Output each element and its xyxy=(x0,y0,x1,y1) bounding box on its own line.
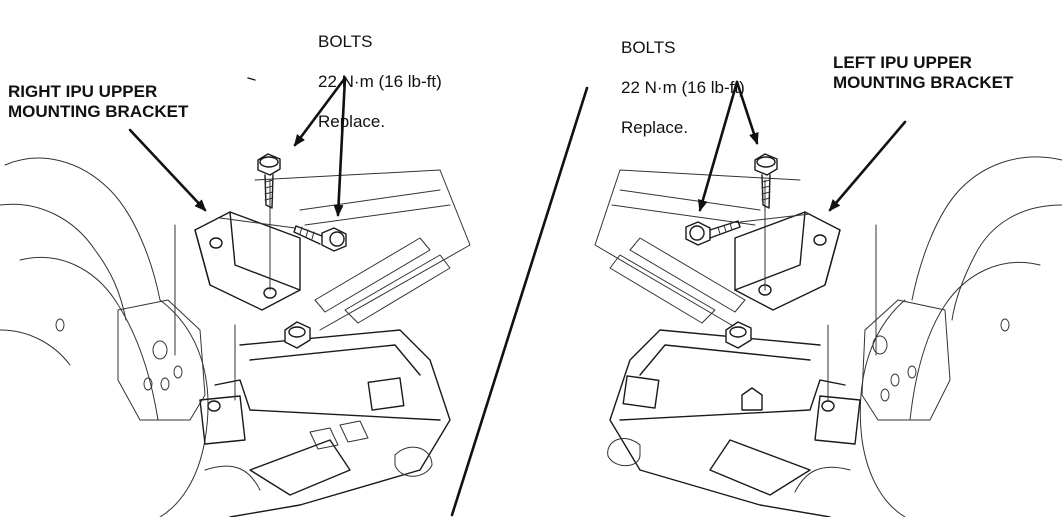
left-fender-edge xyxy=(159,299,209,517)
right-body-contour-3 xyxy=(909,261,1041,421)
left-plate-rib xyxy=(344,254,451,324)
left-bolts-title: BOLTS xyxy=(318,32,373,51)
right-vertical-bolt-top xyxy=(756,156,776,168)
left-bolts-arrow-1 xyxy=(293,76,347,147)
right-hole xyxy=(880,388,890,402)
right-hole xyxy=(872,335,888,355)
left-hole xyxy=(152,340,168,360)
right-hole xyxy=(907,365,917,379)
right-bolt-thread xyxy=(717,222,733,235)
left-ipu-housing xyxy=(229,329,451,517)
left-hole xyxy=(55,318,65,332)
left-alignment-line xyxy=(219,217,296,229)
right-hole xyxy=(1000,318,1010,332)
left-plate-rib xyxy=(304,204,451,226)
right-plate-rib xyxy=(629,237,746,313)
left-vertical-bolt-shank xyxy=(264,174,274,209)
left-bolt-thread xyxy=(299,226,315,240)
left-body-contour-4 xyxy=(0,329,71,366)
left-housing-detail xyxy=(199,395,246,445)
right-plate-rib xyxy=(619,189,761,211)
left-body-contour-3 xyxy=(19,256,159,421)
left-plate-rib xyxy=(299,189,441,211)
left-housing-detail xyxy=(339,420,369,443)
right-bolts-arrow-1 xyxy=(697,80,739,212)
left-bolt-thread xyxy=(264,179,274,201)
right-small-fitting xyxy=(741,387,763,411)
bracket-hole xyxy=(813,234,827,246)
right-bolts-torque: 22 N·m (16 lb-ft) xyxy=(621,78,745,97)
left-housing-detail xyxy=(249,439,351,496)
right-bracket-arrow xyxy=(828,120,907,212)
left-body-contour-2 xyxy=(0,203,127,321)
right-housing-step xyxy=(619,379,846,421)
right-housing-hole xyxy=(821,400,835,412)
left-bolts-callout: BOLTS 22 N·m (16 lb-ft) Replace. xyxy=(318,12,442,152)
left-bracket-arrow xyxy=(128,128,207,212)
left-panel-drawing xyxy=(0,76,471,517)
left-ipu-plate xyxy=(254,169,471,331)
left-housing-hole xyxy=(207,400,221,412)
right-ipu-upper-bracket-label: RIGHT IPU UPPER MOUNTING BRACKET xyxy=(8,82,189,121)
left-housing-step xyxy=(249,344,421,376)
right-housing-block xyxy=(622,375,660,409)
left-bolts-torque: 22 N·m (16 lb-ft) xyxy=(318,72,442,91)
right-plate-rib xyxy=(611,204,756,226)
left-ipu-upper-bracket-label: LEFT IPU UPPER MOUNTING BRACKET xyxy=(833,53,1014,92)
right-panel-edge xyxy=(861,299,951,421)
panel-divider xyxy=(450,86,589,517)
right-housing-step xyxy=(639,344,811,376)
left-plate-rib xyxy=(314,237,431,313)
left-housing-block xyxy=(367,377,405,411)
bracket-hole xyxy=(209,237,223,249)
left-panel-edge xyxy=(117,299,206,421)
left-horizontal-bolt-shank xyxy=(293,225,323,245)
left-hole xyxy=(143,377,153,391)
right-panel-drawing xyxy=(594,80,1062,517)
left-body-contour xyxy=(4,157,161,301)
bracket-fold xyxy=(734,211,806,291)
left-cable xyxy=(204,465,261,491)
bracket-fold xyxy=(229,211,301,291)
right-plate-rib xyxy=(609,254,716,324)
right-ipu-housing xyxy=(609,329,831,517)
right-fender-edge xyxy=(859,299,906,517)
right-body-contour-2 xyxy=(951,204,1062,321)
right-alignment-line xyxy=(739,213,811,223)
right-bolts-note: Replace. xyxy=(621,118,689,137)
right-bolts-callout: BOLTS 22 N·m (16 lb-ft) Replace. xyxy=(621,18,745,158)
right-hole xyxy=(890,373,900,387)
right-body-contour xyxy=(911,156,1062,301)
right-housing-detail xyxy=(709,439,811,496)
left-bolts-arrow-2 xyxy=(333,76,347,217)
left-housing-detail xyxy=(309,427,339,450)
right-vertical-bolt-shank xyxy=(761,174,771,209)
left-housing-step xyxy=(214,379,441,421)
right-bolts-title: BOLTS xyxy=(621,38,676,57)
left-hole xyxy=(173,365,183,379)
left-bolts-note: Replace. xyxy=(318,112,386,131)
left-ipu-upper-bracket xyxy=(734,211,841,311)
right-bolts-arrow-2 xyxy=(735,80,759,145)
right-housing-detail xyxy=(814,395,861,445)
right-cable xyxy=(794,466,851,493)
left-vertical-bolt-top xyxy=(259,156,279,168)
left-nut-top xyxy=(288,326,306,338)
right-bolt-thread xyxy=(761,179,771,201)
bracket-fold xyxy=(194,229,211,286)
right-housing-detail xyxy=(607,438,641,467)
left-horizontal-bolt-face xyxy=(329,231,345,247)
left-hole xyxy=(160,377,170,391)
bracket-fold xyxy=(824,229,841,286)
right-nut-top xyxy=(729,326,747,338)
left-bolts-leader-base xyxy=(247,77,256,81)
left-housing-detail xyxy=(394,446,433,477)
right-horizontal-bolt-face xyxy=(689,225,705,241)
